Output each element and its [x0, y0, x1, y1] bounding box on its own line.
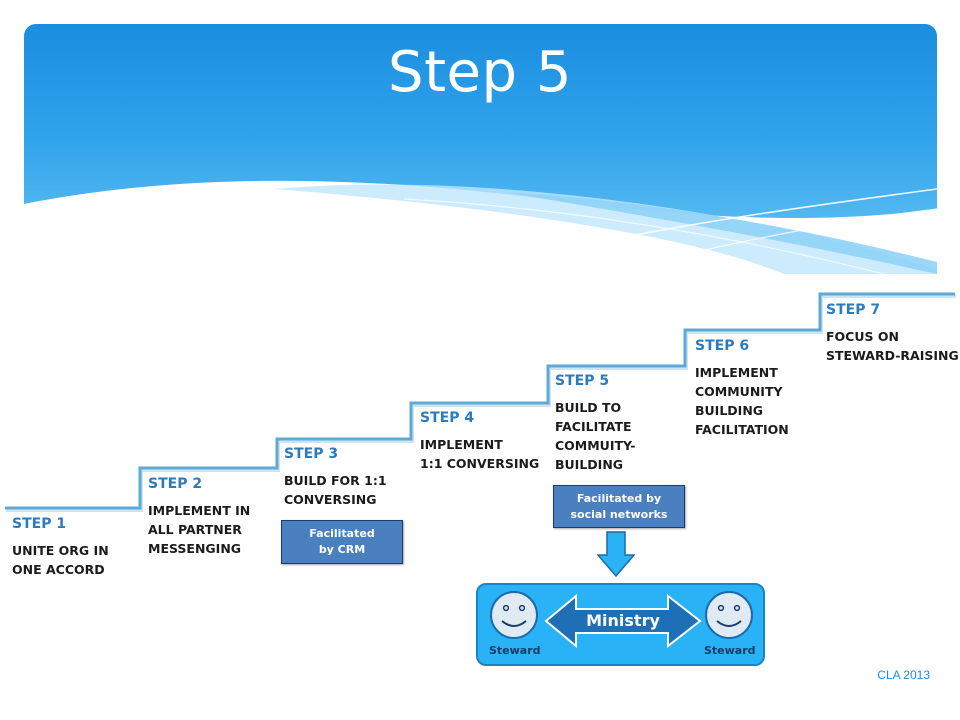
- credit-text: CLA 2013: [877, 668, 930, 682]
- step-3-line-1: BUILD FOR 1:1: [284, 473, 387, 488]
- right-steward-label: Steward: [704, 644, 756, 657]
- step-2-heading: STEP 2: [148, 476, 203, 492]
- ministry-graphic: [490, 591, 753, 649]
- step-2-line-1: IMPLEMENT IN: [148, 503, 251, 518]
- crm-callout-line-1: Facilitated: [309, 527, 375, 540]
- down-arrow-icon: [597, 531, 635, 577]
- step-5-line-4: BUILDING: [555, 457, 624, 472]
- header-banner: [24, 24, 937, 274]
- step-2-line-3: MESSENGING: [148, 541, 242, 556]
- step-7-line-2: STEWARD-RAISING: [826, 348, 959, 363]
- step-3-heading: STEP 3: [284, 446, 339, 462]
- step-6-line-3: BUILDING: [695, 403, 764, 418]
- step-2-line-2: ALL PARTNER: [148, 522, 242, 537]
- step-4-line-2: 1:1 CONVERSING: [420, 456, 540, 471]
- step-5: STEP 5 BUILD TO FACILITATE COMMUITY- BUI…: [555, 373, 635, 474]
- crm-callout-line-2: by CRM: [318, 543, 366, 556]
- step-4-line-1: IMPLEMENT: [420, 437, 503, 452]
- social-callout-line-2: social networks: [570, 507, 668, 521]
- step-1-heading: STEP 1: [12, 516, 67, 532]
- step-3: STEP 3 BUILD FOR 1:1 CONVERSING: [284, 446, 387, 509]
- step-6-line-4: FACILITATION: [695, 422, 789, 437]
- step-7-line-1: FOCUS ON: [826, 329, 899, 344]
- left-steward-label: Steward: [489, 644, 541, 657]
- crm-callout: Facilitated by CRM: [281, 520, 403, 564]
- step-4: STEP 4 IMPLEMENT 1:1 CONVERSING: [420, 410, 539, 473]
- step-1: STEP 1 UNITE ORG IN ONE ACCORD: [12, 516, 109, 579]
- social-networks-callout: Facilitated by social networks: [553, 485, 685, 528]
- step-2: STEP 2 IMPLEMENT IN ALL PARTNER MESSENGI…: [148, 476, 250, 558]
- step-4-heading: STEP 4: [420, 410, 475, 426]
- left-smiley-icon: [490, 591, 538, 639]
- step-5-line-1: BUILD TO: [555, 400, 622, 415]
- right-smiley-icon: [705, 591, 753, 639]
- step-6-heading: STEP 6: [695, 338, 750, 354]
- step-1-line-2: ONE ACCORD: [12, 562, 105, 577]
- step-5-line-2: FACILITATE: [555, 419, 632, 434]
- step-7: STEP 7 FOCUS ON STEWARD-RAISING: [826, 302, 959, 365]
- header-wave-graphic: [24, 180, 937, 274]
- step-6-line-2: COMMUNITY: [695, 384, 783, 399]
- step-6: STEP 6 IMPLEMENT COMMUNITY BUILDING FACI…: [695, 338, 789, 439]
- step-5-heading: STEP 5: [555, 373, 610, 389]
- social-callout-line-1: Facilitated by: [576, 491, 662, 505]
- step-5-line-3: COMMUITY-: [555, 438, 636, 453]
- step-1-line-1: UNITE ORG IN: [12, 543, 109, 558]
- step-7-heading: STEP 7: [826, 302, 881, 318]
- double-arrow-icon: [544, 593, 702, 649]
- slide-title: Step 5: [388, 40, 572, 105]
- ministry-label: Ministry: [586, 611, 660, 630]
- ministry-panel: [476, 583, 765, 666]
- step-6-line-1: IMPLEMENT: [695, 365, 778, 380]
- step-3-line-2: CONVERSING: [284, 492, 377, 507]
